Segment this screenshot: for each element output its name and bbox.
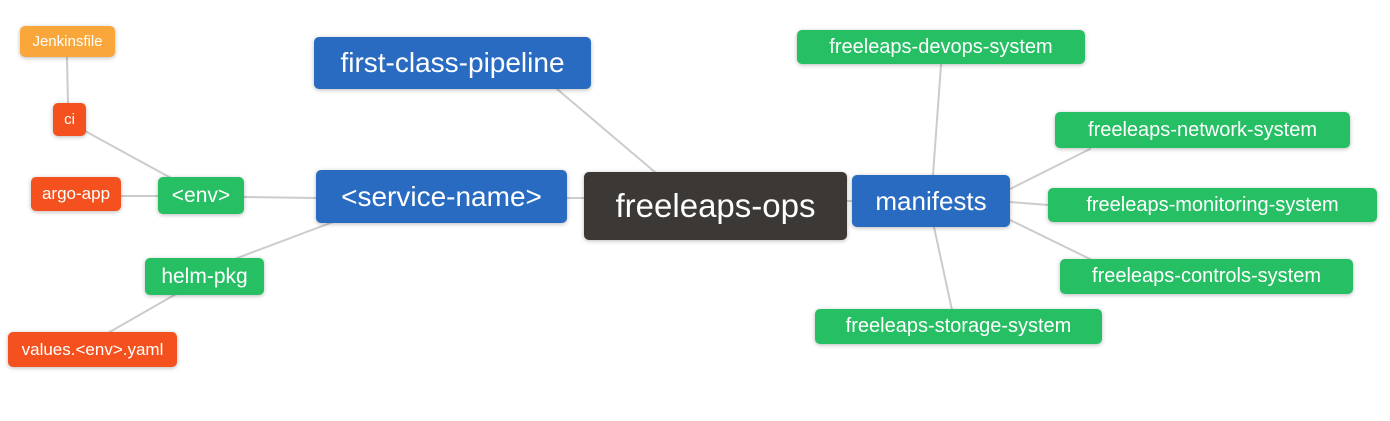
node-service-name[interactable]: <service-name> bbox=[316, 170, 567, 223]
node-freeleaps-network-system[interactable]: freeleaps-network-system bbox=[1055, 112, 1350, 148]
edge-manifests-storage bbox=[933, 226, 953, 311]
node-freeleaps-controls-system[interactable]: freeleaps-controls-system bbox=[1060, 259, 1353, 294]
node-ci[interactable]: ci bbox=[53, 103, 86, 136]
edge-ci-env bbox=[84, 130, 172, 179]
node-argo-app[interactable]: argo-app bbox=[31, 177, 121, 211]
edge-pipeline-freeleaps-ops bbox=[556, 88, 657, 174]
node-freeleaps-monitoring-system[interactable]: freeleaps-monitoring-system bbox=[1048, 188, 1377, 222]
edge-manifests-monitoring bbox=[1009, 201, 1049, 206]
edge-service-name-helm-pkg bbox=[231, 221, 334, 261]
node-jenkinsfile[interactable]: Jenkinsfile bbox=[20, 26, 115, 57]
edge-manifests-controls bbox=[1007, 218, 1093, 261]
node-first-class-pipeline[interactable]: first-class-pipeline bbox=[314, 37, 591, 89]
node-manifests[interactable]: manifests bbox=[852, 175, 1010, 227]
node-values-env-yaml[interactable]: values.<env>.yaml bbox=[8, 332, 177, 367]
edge-jenkinsfile-ci bbox=[66, 56, 69, 105]
node-freeleaps-storage-system[interactable]: freeleaps-storage-system bbox=[815, 309, 1102, 344]
edge-env-service-name bbox=[243, 196, 317, 199]
node-freeleaps-ops-root[interactable]: freeleaps-ops bbox=[584, 172, 847, 240]
edge-manifests-devops bbox=[932, 64, 942, 176]
edge-helm-pkg-values bbox=[107, 293, 177, 334]
node-env[interactable]: <env> bbox=[158, 177, 244, 214]
node-helm-pkg[interactable]: helm-pkg bbox=[145, 258, 264, 295]
edge-manifests-network bbox=[1009, 148, 1091, 190]
node-freeleaps-devops-system[interactable]: freeleaps-devops-system bbox=[797, 30, 1085, 64]
